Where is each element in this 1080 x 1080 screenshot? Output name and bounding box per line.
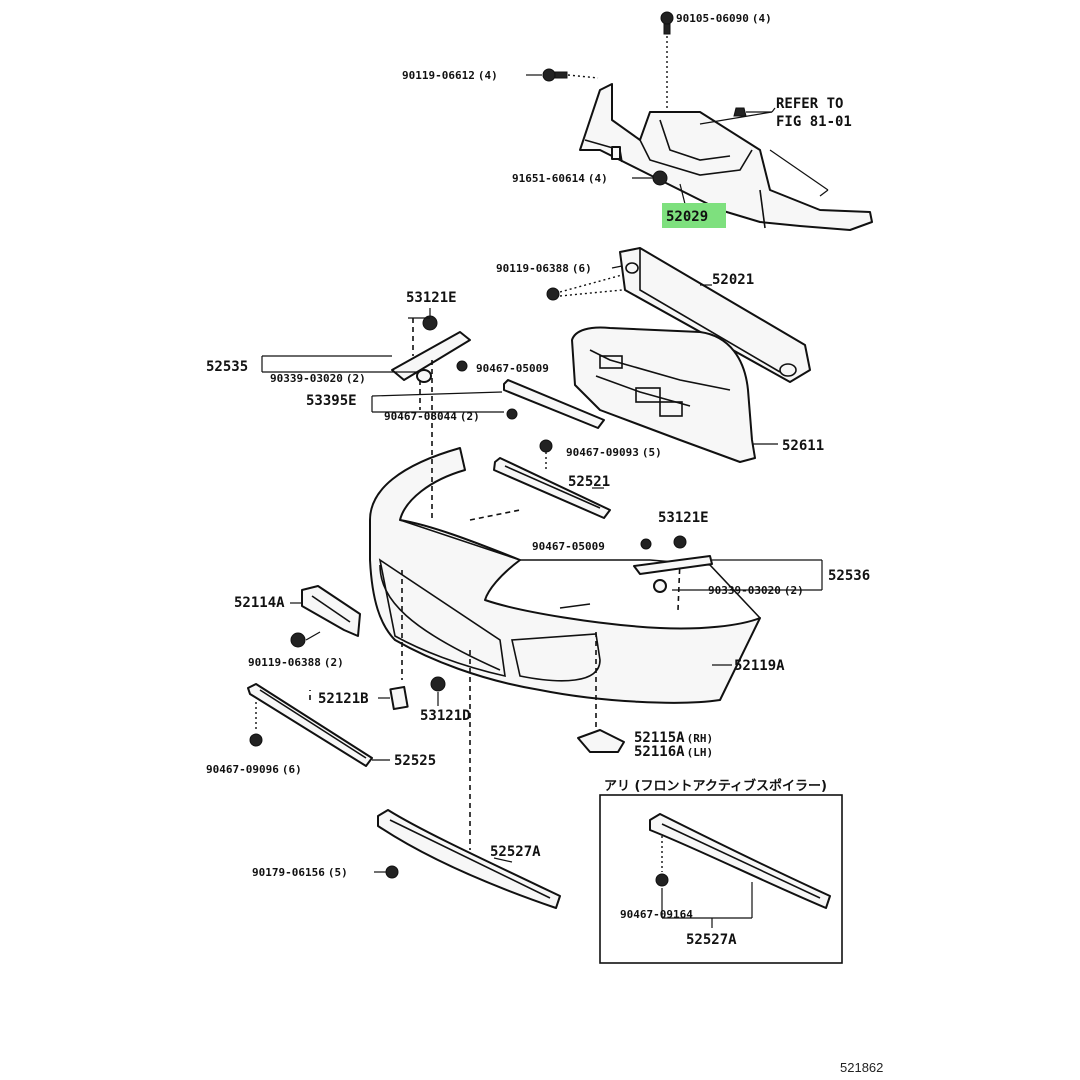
label-52029: 52029 [666,209,708,225]
label-90339-left: 90339-03020(2) [270,372,366,385]
label-53395e: 53395E [306,393,357,409]
label-52121b: 52121B [318,691,369,707]
upper-retainer-part [493,457,611,519]
label-52527a: 52527A [490,844,541,860]
label-52114a: 52114A [234,595,285,611]
label-refer-to: REFER TO [776,96,843,112]
highlight-52029 [662,203,726,228]
clip-icon [673,535,687,549]
bolt-icon [456,360,468,372]
active-spoiler-inset [599,794,843,964]
clip-icon [733,107,747,117]
label-90467-09093: 90467-09093(5) [566,446,662,459]
bolt-icon [542,68,556,82]
label-53121e-left: 53121E [406,290,457,306]
bolt-shank-icon [663,23,671,35]
retainer-clip-part [389,685,409,711]
label-52119a: 52119A [734,658,785,674]
bolt-icon [546,287,560,301]
clip-icon [655,873,669,887]
label-90467-09096: 90467-09096(6) [206,763,302,776]
label-90467-05009-left: 90467-05009 [476,362,549,375]
radiator-support-part [579,83,873,231]
bolt-icon [290,632,306,648]
label-90467-09164: 90467-09164 [620,908,693,921]
energy-absorber-part [571,326,778,463]
label-90119-06388-bottom: 90119-06388(2) [248,656,344,669]
bolt-icon [660,11,674,25]
label-52525: 52525 [394,753,436,769]
label-90467-08044: 90467-08044(2) [384,410,480,423]
left-bracket-part [391,308,471,383]
label-fig-81-01: FIG 81-01 [776,114,852,130]
label-52021: 52021 [712,272,754,288]
bolt-icon [640,538,652,550]
label-52611: 52611 [782,438,824,454]
right-bracket-part [633,535,713,593]
bolt-icon [249,733,263,747]
front-spoiler-part [377,809,561,909]
bolt-shank-icon [554,71,568,79]
inset-title: アリ (フロントアクティブスポイラー) [604,778,827,794]
nut-icon [652,170,668,186]
label-90105: 90105-06090(4) [676,12,772,25]
label-90467-05009-right: 90467-05009 [532,540,605,553]
label-52116a: 52116A(LH) [634,744,713,760]
moulding-strip-part [503,379,605,429]
label-52536: 52536 [828,568,870,584]
label-53121e-right: 53121E [658,510,709,526]
side-bracket-part [301,585,361,637]
label-90119-06612: 90119-06612(4) [402,69,498,82]
label-52535: 52535 [206,359,248,375]
label-52527a-inset: 52527A [686,932,737,948]
label-53121d: 53121D [420,708,471,724]
label-52521: 52521 [568,474,610,490]
figure-id: 521862 [840,1060,883,1075]
label-52115a: 52115A(RH) [634,730,713,746]
clip-icon [506,408,518,420]
lower-bracket-part [577,729,625,753]
label-90179: 90179-06156(5) [252,866,348,879]
lower-retainer-part [247,683,373,767]
label-90339-right: 90339-03020(2) [708,584,804,597]
clip-icon [430,676,446,692]
label-91651: 91651-60614(4) [512,172,608,185]
bolt-icon [539,439,553,453]
clip-icon [385,865,399,879]
label-90119-06388-top: 90119-06388(6) [496,262,592,275]
bumper-cover-part [369,447,761,704]
reinforcement-bar-part [619,247,811,383]
